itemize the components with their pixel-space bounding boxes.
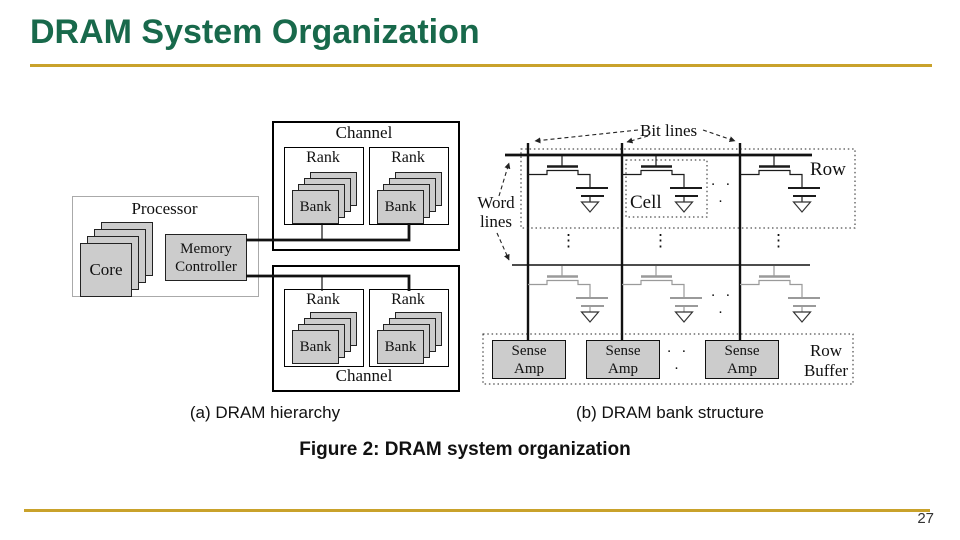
sense-amp-label: Sense Amp	[511, 342, 547, 377]
channel-top-label: Channel	[335, 123, 393, 142]
bank-label: Bank	[299, 338, 332, 355]
bank-box: Bank	[377, 190, 424, 224]
core-label: Core	[89, 260, 123, 279]
page-number: 27	[917, 510, 934, 527]
bank-label: Bank	[384, 338, 417, 355]
row-buffer-label: Row Buffer	[803, 341, 849, 381]
h-ellipsis: · · ·	[710, 177, 734, 210]
rank-label: Rank	[306, 149, 340, 166]
sense-amp-label: Sense Amp	[605, 342, 641, 377]
sense-amp-box: Sense Amp	[492, 340, 566, 379]
dram-cell	[526, 264, 610, 324]
sense-amp-box: Sense Amp	[705, 340, 779, 379]
sense-amp-box: Sense Amp	[586, 340, 660, 379]
dram-cell	[738, 154, 822, 214]
slide-title: DRAM System Organization	[30, 13, 480, 51]
channel-bottom-box	[272, 265, 460, 392]
dram-cell	[526, 154, 610, 214]
bit-lines-label: Bit lines	[640, 121, 698, 140]
bank-box: Bank	[292, 190, 339, 224]
word-lines-label: Word lines	[477, 193, 515, 231]
rank-label: Rank	[391, 291, 425, 308]
bank-label: Bank	[384, 198, 417, 215]
dram-cell	[620, 264, 704, 324]
dram-cell	[738, 264, 822, 324]
v-ellipsis: ⋮	[770, 231, 787, 250]
row-dotted-box	[520, 148, 856, 229]
channel-bottom-label: Channel	[335, 366, 393, 385]
memory-controller-label: Memory Controller	[175, 240, 237, 275]
figure-caption: Figure 2: DRAM system organization	[299, 439, 631, 460]
processor-label: Processor	[131, 199, 198, 218]
channel-top-box	[272, 121, 460, 251]
bank-label: Bank	[299, 198, 332, 215]
core-box: Core	[80, 243, 132, 297]
h-ellipsis: · · ·	[710, 288, 734, 321]
v-ellipsis: ⋮	[652, 231, 669, 250]
bank-box: Bank	[292, 330, 339, 364]
bank-box: Bank	[377, 330, 424, 364]
memory-controller-box: Memory Controller	[165, 234, 247, 281]
v-ellipsis: ⋮	[560, 231, 577, 250]
rank-label: Rank	[306, 291, 340, 308]
row-label: Row	[810, 159, 846, 180]
footer-rule	[24, 509, 930, 512]
rank-label: Rank	[391, 149, 425, 166]
processor-box	[72, 196, 259, 297]
h-ellipsis: · · ·	[666, 344, 690, 377]
cell-label: Cell	[630, 192, 662, 213]
sense-amp-label: Sense Amp	[724, 342, 760, 377]
caption-a: (a) DRAM hierarchy	[189, 403, 341, 422]
title-divider-rule	[30, 64, 932, 67]
annotation-arrows	[496, 129, 736, 261]
caption-b: (b) DRAM bank structure	[576, 403, 764, 422]
